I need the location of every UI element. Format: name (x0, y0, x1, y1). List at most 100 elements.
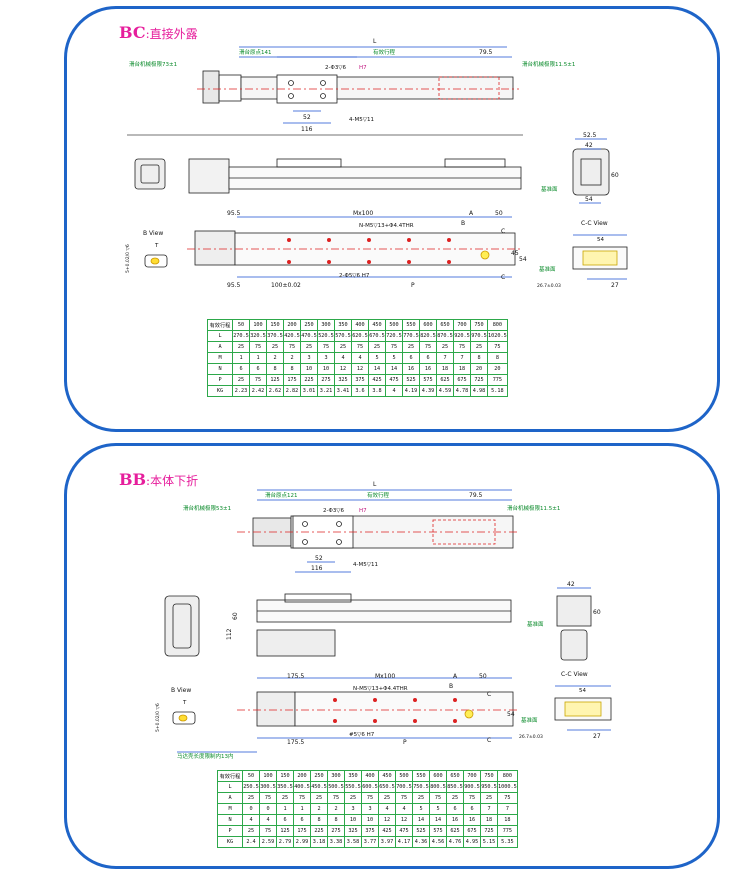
table-cell: 50 (232, 319, 250, 331)
table-cell: 725 (470, 374, 488, 386)
model-subtitle: :直接外露 (145, 27, 198, 41)
dim-95-5-bottom: 95.5 (227, 282, 241, 289)
table-cell: 275 (327, 825, 345, 837)
dim-52: 52 (303, 114, 311, 121)
table-cell: 4.17 (395, 836, 413, 848)
table-cell: 25 (378, 792, 396, 804)
table-cell: 770.5 (402, 330, 420, 342)
table-cell: 675 (463, 825, 481, 837)
table-cell: 8 (327, 814, 345, 826)
table-cell: 3 (361, 803, 379, 815)
table-cell: 18 (480, 814, 498, 826)
dim-origin: 滑台原点121 (265, 491, 298, 499)
table-cell: 3 (300, 352, 318, 364)
label-B: B (449, 683, 453, 690)
cc-dim-26-7: 26.7±0.03 (537, 283, 561, 289)
table-cell: 2 (283, 352, 301, 364)
table-cell: 6 (293, 814, 311, 826)
table-cell: 125 (266, 374, 284, 386)
dim-100: 100±0.02 (271, 282, 301, 289)
table-cell: 350 (344, 770, 362, 782)
table-cell: 7 (480, 803, 498, 815)
table-cell: 25 (310, 792, 328, 804)
table-cell: 25 (436, 341, 454, 353)
table-cell: 425 (368, 374, 386, 386)
table-cell: 450.5 (310, 781, 328, 793)
table-cell: 475 (385, 374, 403, 386)
panel-bc: BC:直接外露 (64, 6, 720, 432)
b-view-T: T (182, 700, 187, 706)
table-cell: 14 (412, 814, 430, 826)
table-cell: 2.42 (249, 385, 267, 397)
table-cell: 4 (385, 385, 403, 397)
table-cell: 750.5 (412, 781, 430, 793)
dim-175-5-bottom: 175.5 (287, 739, 304, 746)
dim-79-5: 79.5 (469, 492, 483, 499)
table-cell: 2 (266, 352, 284, 364)
table-cell: 4 (334, 352, 352, 364)
table-cell: 8 (470, 352, 488, 364)
table-cell: 75 (249, 341, 267, 353)
table-cell: 3.77 (361, 836, 379, 848)
dim-50: 50 (495, 210, 503, 217)
table-cell: 75 (487, 341, 508, 353)
row-label: N (207, 363, 233, 375)
table-cell: 75 (419, 341, 437, 353)
table-cell: 600 (429, 770, 447, 782)
panel-title: BC:直接外露 (119, 23, 198, 42)
row-label: A (217, 792, 243, 804)
left-limit: 滑台机械极限53±1 (183, 504, 231, 512)
table-cell: 625 (446, 825, 464, 837)
table-cell: 16 (463, 814, 481, 826)
table-cell: 725 (480, 825, 498, 837)
table-cell: 750 (470, 319, 488, 331)
table-cell: 500 (385, 319, 403, 331)
table-cell: 400 (351, 319, 369, 331)
table-cell: 75 (327, 792, 345, 804)
table-cell: 6 (249, 363, 267, 375)
table-cell: 700 (453, 319, 471, 331)
table-cell: 200 (283, 319, 301, 331)
table-cell: 25 (412, 792, 430, 804)
table-cell: 775 (487, 374, 508, 386)
cc-dim-26-7: 26.7±0.03 (519, 734, 543, 740)
dim-A: A (469, 210, 474, 217)
table-cell: 250.5 (242, 781, 260, 793)
pin-holes: 2-Φ3▽6 (323, 508, 345, 514)
cc-datum-face: 基准面 (521, 716, 538, 724)
dim-60-right: 60 (593, 609, 601, 616)
table-cell: 4.19 (402, 385, 420, 397)
table-cell: 50 (242, 770, 260, 782)
table-cell: 12 (395, 814, 413, 826)
table-cell: 325 (334, 374, 352, 386)
table-cell: 0 (259, 803, 277, 815)
b-view-dim: 5+0.02/0 ▽6 (125, 244, 131, 273)
table-cell: 14 (368, 363, 386, 375)
table-cell: 520.5 (317, 330, 335, 342)
table-cell: 25 (242, 825, 260, 837)
table-cell: 400.5 (293, 781, 311, 793)
pin-holes: 2-Φ3▽6 (325, 65, 347, 71)
table-cell: 5.35 (497, 836, 518, 848)
row-label: L (207, 330, 233, 342)
table-cell: 375 (361, 825, 379, 837)
table-cell: 800 (497, 770, 518, 782)
table-cell: 350 (334, 319, 352, 331)
right-limit: 滑台机械极限11.5±1 (507, 504, 560, 512)
table-cell: 75 (497, 792, 518, 804)
table-cell: 10 (300, 363, 318, 375)
cc-view-title: C-C View (581, 220, 608, 227)
table-cell: 100 (249, 319, 267, 331)
table-cell: 4 (242, 814, 260, 826)
table-cell: 3.97 (378, 836, 396, 848)
table-cell: 700 (463, 770, 481, 782)
row-label: A (207, 341, 233, 353)
table-cell: 4 (395, 803, 413, 815)
table-cell: 5.18 (487, 385, 508, 397)
